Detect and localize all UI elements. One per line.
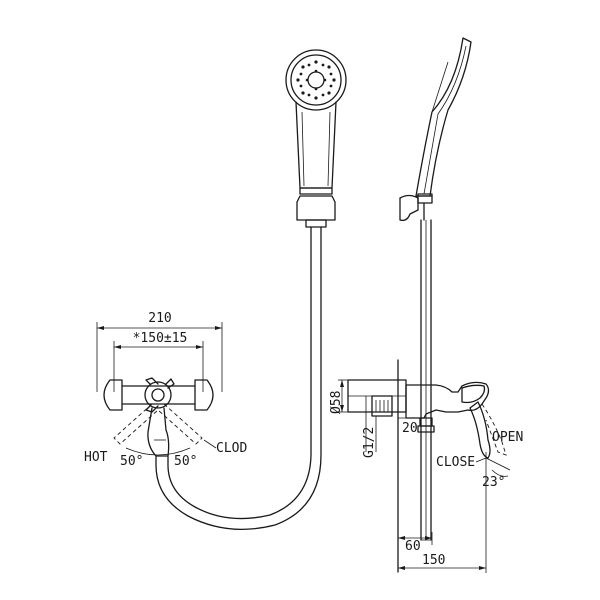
dim-thread: G1/2 — [362, 427, 377, 458]
dim-center-distance: *150±15 — [133, 331, 188, 346]
angle-left: 50° — [120, 454, 143, 469]
front-dimensions — [96, 322, 223, 449]
dim-escutcheon-diameter: Ø58 — [329, 391, 344, 414]
dim-150: 150 — [422, 553, 445, 568]
shower-hose — [155, 226, 322, 530]
mixer-front-view — [103, 377, 214, 457]
angle-right: 50° — [174, 454, 197, 469]
label-hot: HOT — [84, 450, 108, 465]
dim-60: 60 — [405, 539, 421, 554]
dim-20: 20 — [402, 421, 418, 436]
angle-lever: 23° — [482, 475, 505, 490]
label-close: CLOSE — [436, 455, 475, 470]
mixer-side-view — [347, 359, 507, 573]
spray-nozzles — [296, 60, 336, 100]
hand-shower-side — [399, 37, 472, 541]
hand-shower-front — [285, 49, 347, 228]
label-cold: CLOD — [216, 441, 247, 456]
label-open: OPEN — [492, 430, 523, 445]
dim-overall-width: 210 — [148, 311, 171, 326]
side-dimensions — [338, 379, 511, 573]
